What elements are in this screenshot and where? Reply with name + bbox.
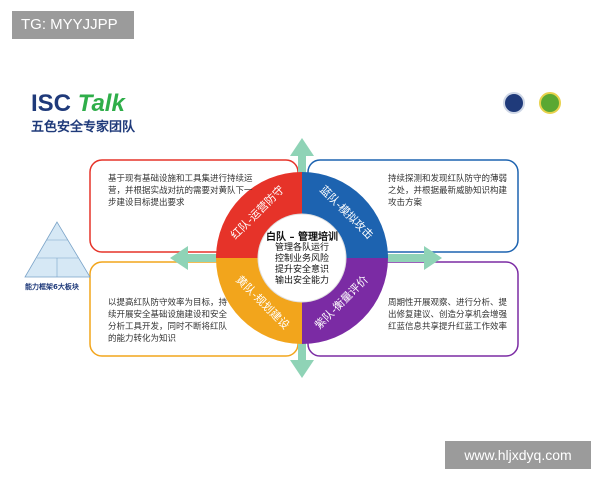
purple-team-description: 周期性开展观察、进行分析、提出修复建议、创造分享机会增强红蓝信息共享提升红蓝工作… — [388, 298, 508, 332]
isc-badge-icon — [503, 92, 525, 114]
blue-team-description: 持续探测和发现红队防守的薄弱之处，并根据最新威胁知识构建攻击方案 — [388, 174, 508, 208]
yellow-team-description: 以提高红队防守效率为目标，持续开展安全基础设施建设和安全分析工具开发，同时不断将… — [108, 298, 228, 344]
watermark-bottom-url: www.hljxdyq.com — [445, 441, 591, 469]
white-team-line: 管理各队运行 — [274, 243, 329, 253]
segment-red — [216, 172, 302, 258]
segment-purple — [302, 258, 388, 344]
logo-isc: ISC — [31, 90, 72, 117]
ring-segments — [216, 172, 388, 344]
pyramid-caption: 能力框架6大板块 — [25, 283, 79, 291]
segment-blue — [302, 172, 388, 258]
segment-yellow — [216, 258, 302, 344]
logo-talk: Talk — [77, 90, 125, 117]
red-team-description: 基于现有基础设施和工具集进行持续运营，并根据实战对抗的需要对黄队下一步建设目标提… — [108, 174, 253, 208]
ability-pyramid-icon — [24, 221, 91, 278]
white-team-line: 控制业务风险 — [274, 254, 329, 264]
white-team-line: 提升安全意识 — [274, 265, 329, 275]
partner-badge-icon — [539, 92, 561, 114]
white-team-line: 输出安全能力 — [274, 276, 329, 286]
center-label: 白队 – 管理培训 管理各队运行 控制业务风险 提升安全意识 输出安全能力 — [262, 232, 342, 287]
white-team-title: 白队 – 管理培训 — [266, 232, 338, 243]
isc-talk-logo: ISC Talk — [31, 90, 125, 118]
center-circle — [257, 213, 347, 303]
page-subtitle: 五色安全专家团队 — [31, 120, 136, 135]
watermark-top-label: TG: MYYJJPP — [12, 11, 134, 39]
